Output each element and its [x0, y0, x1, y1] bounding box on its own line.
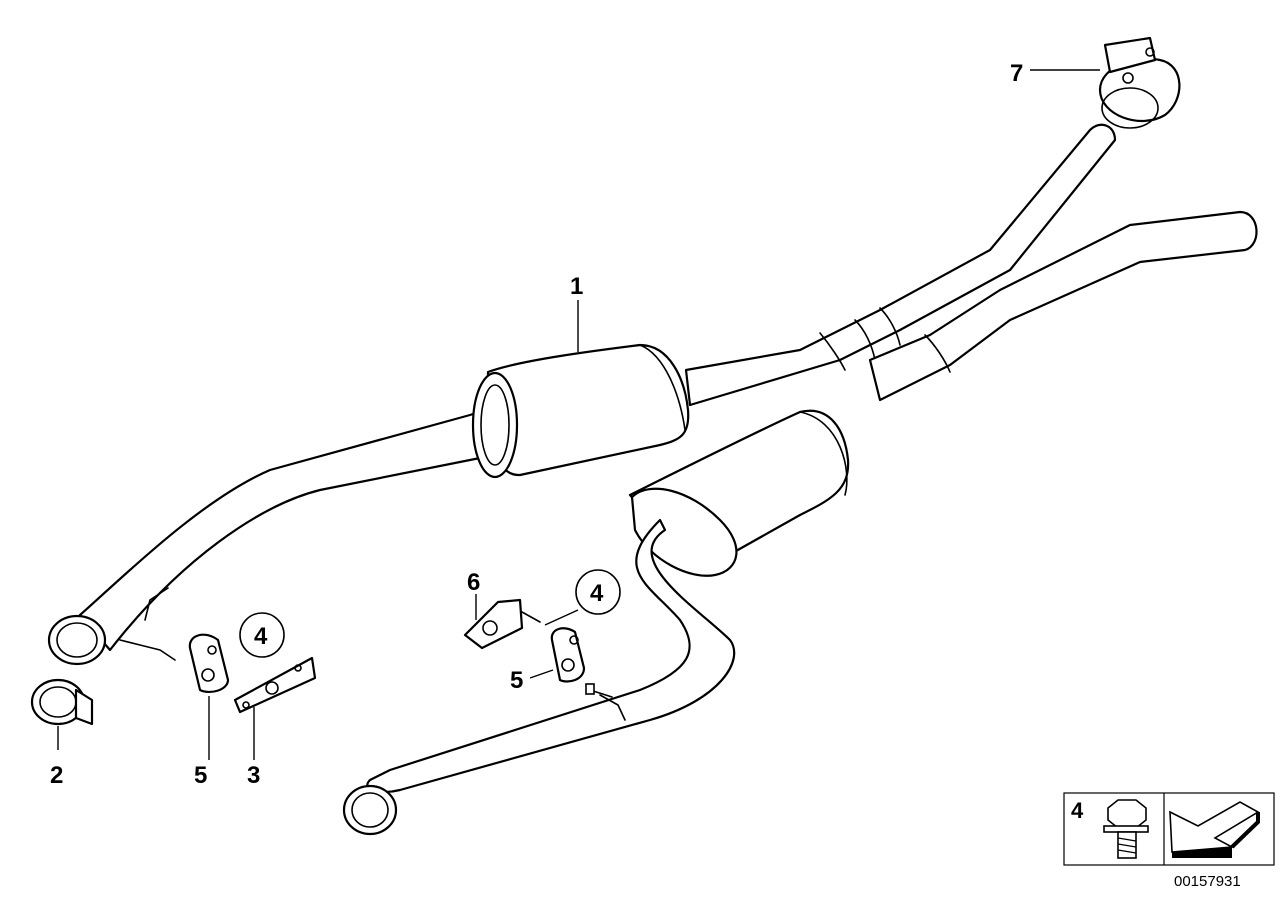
- legend-box: 4: [1063, 792, 1275, 866]
- diagram-reference-number: 00157931: [1174, 873, 1241, 890]
- clamp-2: [30, 678, 94, 726]
- svg-text:4: 4: [254, 623, 268, 650]
- callout-5-right: 5: [510, 667, 523, 694]
- rubber-mount-right: [550, 627, 586, 683]
- front-muffler: [471, 343, 690, 479]
- callout-4-circled-left: 4: [239, 612, 285, 658]
- connector-clamp: [1098, 36, 1181, 129]
- svg-text:6: 6: [467, 569, 480, 596]
- leader-lines: [57, 69, 1100, 760]
- rubber-mount-left: [188, 633, 230, 694]
- legend-part-number: 4: [1071, 798, 1084, 823]
- lower-right-pipe: [868, 210, 1258, 402]
- direction-arrow-icon: [1169, 801, 1260, 858]
- callout-5-left: 5: [194, 762, 207, 789]
- bolt-small: [585, 683, 613, 698]
- svg-text:3: 3: [247, 762, 260, 789]
- bracket-6: [463, 598, 541, 650]
- rear-tail-pipe: [342, 518, 736, 836]
- svg-text:5: 5: [194, 762, 207, 789]
- svg-text:1: 1: [570, 273, 583, 300]
- callout-3: 3: [247, 762, 260, 789]
- svg-text:5: 5: [510, 667, 523, 694]
- callout-4-circled-right: 4: [575, 569, 621, 615]
- svg-text:4: 4: [590, 580, 604, 607]
- svg-text:2: 2: [50, 762, 63, 789]
- rear-muffler: [628, 409, 850, 577]
- bolt-icon: [1103, 799, 1149, 859]
- callout-2: 2: [50, 762, 63, 789]
- svg-text:7: 7: [1010, 60, 1023, 87]
- upper-right-pipe: [684, 123, 1117, 407]
- callout-6: 6: [467, 569, 480, 596]
- callout-1: 1: [570, 273, 583, 300]
- callout-7: 7: [1010, 60, 1023, 87]
- bracket-3: [233, 656, 317, 714]
